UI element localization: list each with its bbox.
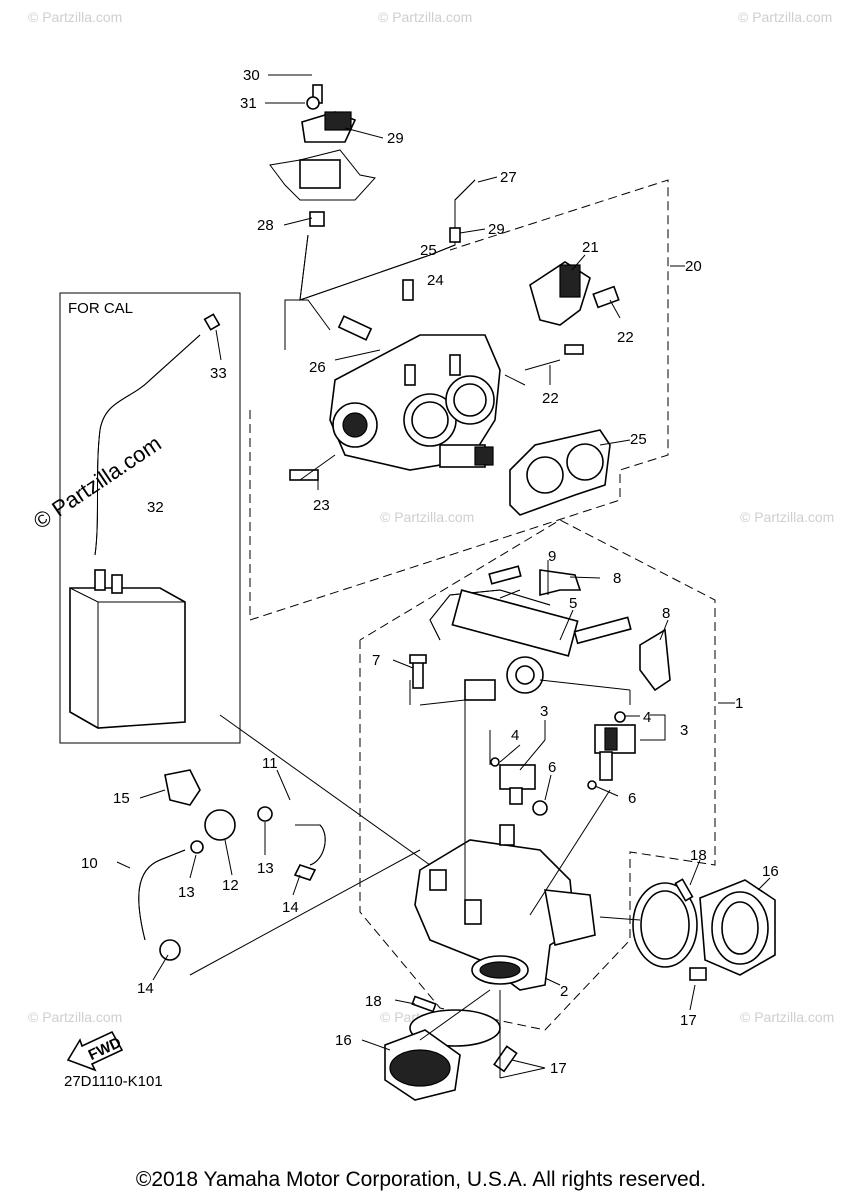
callout-16b: 16 [335, 1032, 352, 1049]
callout-4: 4 [643, 709, 651, 726]
callout-15: 15 [113, 790, 130, 807]
callout-32: 32 [147, 499, 164, 516]
intake-dashed-box [359, 519, 716, 1031]
watermark-text: © Partzilla.com [740, 509, 834, 525]
injectors [490, 711, 636, 816]
intake-boot-bottom [384, 995, 518, 1101]
diagram-code: 27D1110-K101 [64, 1073, 163, 1090]
callout-17b: 17 [550, 1060, 567, 1077]
callout-13: 13 [178, 884, 195, 901]
callout-14b: 14 [137, 980, 154, 997]
callout-14: 14 [282, 899, 299, 916]
callout-28: 28 [257, 217, 274, 234]
intake-boot-right [632, 878, 776, 981]
callout-17: 17 [680, 1012, 697, 1029]
vacuum-hose-27 [299, 179, 476, 301]
callout-3b: 3 [680, 722, 688, 739]
watermark-text: © Partzilla.com [738, 9, 832, 25]
callout-11: 11 [262, 755, 278, 772]
callout-22b: 23 [313, 497, 330, 514]
callout-6b: 6 [628, 790, 636, 807]
callout-23: 24 [427, 272, 444, 289]
watermark-text: © Partzilla.com [28, 1009, 122, 1025]
callout-7: 7 [372, 652, 380, 669]
callout-18b: 18 [365, 993, 382, 1010]
callout-21: 22 [617, 329, 634, 346]
for-cal-box: FOR CAL [59, 292, 241, 744]
callout-33: 33 [210, 365, 227, 382]
callout-6: 6 [548, 759, 556, 776]
callout-5: 5 [569, 595, 577, 612]
throttle-body [329, 227, 501, 471]
callout-19: 20 [685, 258, 702, 275]
callout-25: 25 [630, 431, 647, 448]
callout-30: 30 [243, 67, 260, 84]
callout-16: 16 [762, 863, 779, 880]
copyright-notice: ©2018 Yamaha Motor Corporation, U.S.A. A… [136, 1168, 706, 1191]
watermark-text: © Partzilla.com [380, 509, 474, 525]
callout-24: 25 [420, 242, 437, 259]
callout-1: 1 [735, 695, 743, 712]
callout-8b: 8 [662, 605, 670, 622]
watermark-text: © Partzilla.com [740, 1009, 834, 1025]
callout-28b: 29 [488, 221, 505, 238]
callout-20: 21 [582, 239, 599, 256]
callout-18: 18 [690, 847, 707, 864]
callout-3: 3 [540, 703, 548, 720]
callout-31: 31 [240, 95, 257, 112]
callout-22: 22 [542, 390, 559, 407]
map-sensor-assembly [269, 84, 376, 227]
screw-22-left [289, 469, 319, 481]
callout-2: 2 [560, 983, 568, 1000]
fwd-arrow-icon: FWD [66, 1030, 124, 1072]
watermark-text: © Partzilla.com [378, 9, 472, 25]
throttle-body-dashed-box [249, 179, 669, 621]
callout-10: 10 [81, 855, 98, 872]
callout-12: 12 [222, 877, 239, 894]
callout-26: 26 [309, 359, 326, 376]
callout-9: 9 [548, 548, 556, 565]
callout-29: 29 [387, 130, 404, 147]
callout-numbers: 30 31 29 27 28 29 21 25 24 20 22 26 33 2… [81, 67, 779, 1077]
fuel-rail [409, 565, 671, 701]
callout-13b: 13 [257, 860, 274, 877]
for-cal-label: FOR CAL [68, 300, 133, 317]
intake-manifold [414, 824, 596, 991]
callout-4b: 4 [511, 727, 519, 744]
watermark-text: © Partzilla.com [28, 9, 122, 25]
leader-lines [116, 74, 771, 1079]
screw-22-right [564, 344, 584, 355]
coolant-hoses [138, 769, 326, 961]
callout-27: 27 [500, 169, 517, 186]
callout-8: 8 [613, 570, 621, 587]
tps-sensor [529, 261, 620, 326]
